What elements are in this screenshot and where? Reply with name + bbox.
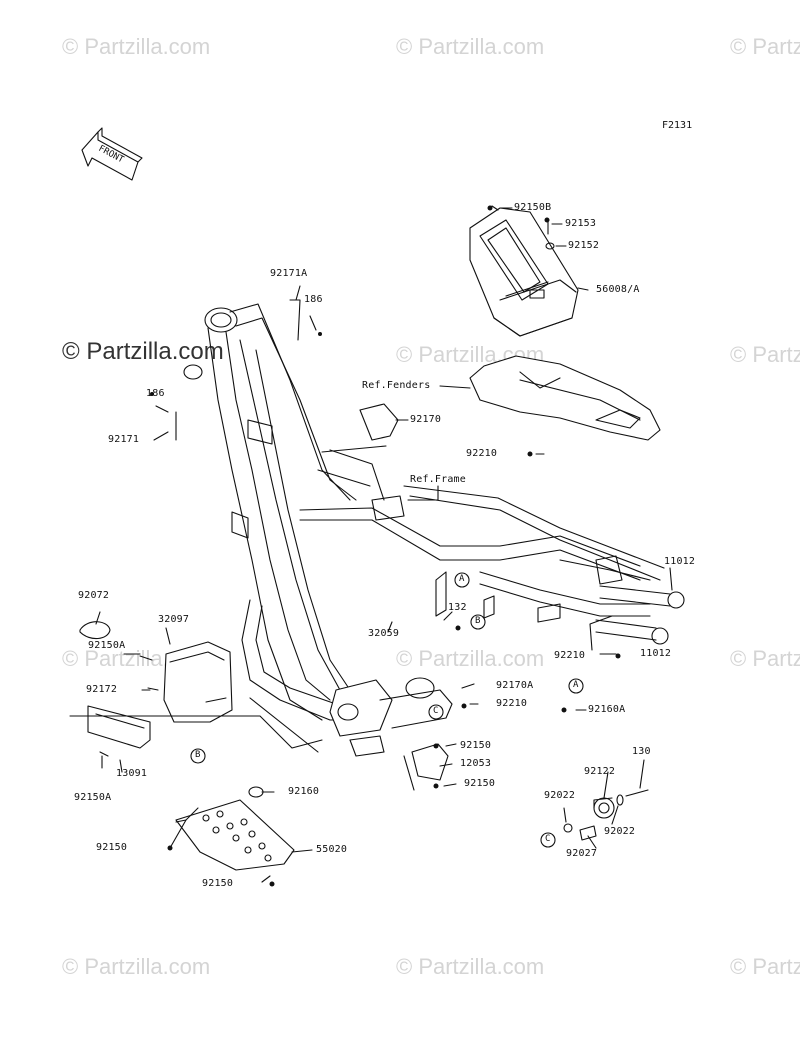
part-label: 92150 (96, 842, 128, 853)
washer-92152 (545, 242, 555, 250)
watermark: © Partzilla.com (396, 646, 545, 671)
callout-c-circle (428, 704, 444, 720)
part-label: 11012 (664, 556, 696, 567)
part-label: 92150A (88, 640, 126, 651)
bolt-92172 (147, 687, 159, 691)
band-92072 (79, 621, 111, 640)
callout-a-circle (568, 678, 584, 694)
part-label: 92210 (554, 650, 586, 661)
part-label: 92122 (584, 766, 616, 777)
collar-92027 (579, 825, 597, 841)
part-label: 92150B (514, 202, 552, 213)
watermark: © Partzilla.com (62, 34, 211, 59)
part-label: 92150 (460, 740, 492, 751)
figure-code: F2131 (662, 120, 693, 131)
part-label: 92170 (410, 414, 442, 425)
part-label: 92170A (496, 680, 534, 691)
bolt-92150a (139, 655, 153, 661)
cap-92160 (248, 786, 264, 798)
callout-b-circle (470, 614, 486, 630)
part-label: Ref.Fenders (362, 380, 431, 391)
callout-b: B (475, 616, 481, 626)
part-label: 92022 (544, 790, 576, 801)
bushing-92122 (593, 797, 615, 819)
chain-guard-32097 (163, 641, 233, 723)
part-label: 56008/A (596, 284, 640, 295)
watermark: © Partzilla.com (730, 34, 800, 59)
part-label: 11012 (640, 648, 672, 659)
watermark: © Partzilla.com (396, 34, 545, 59)
watermark: © Partzilla.com (62, 338, 224, 365)
callout-b-circle (190, 748, 206, 764)
bracket-12053 (411, 743, 449, 781)
part-label: 130 (632, 746, 651, 757)
watermark: © Partzilla.com (730, 342, 800, 367)
part-label: 92072 (78, 590, 110, 601)
part-label: 32059 (368, 628, 400, 639)
part-label: 12053 (460, 758, 492, 769)
watermark: © Partzilla.com (396, 954, 545, 979)
part-label: 92210 (466, 448, 498, 459)
part-label: 92022 (604, 826, 636, 837)
part-label: 92172 (86, 684, 118, 695)
part-label: 92152 (568, 240, 600, 251)
part-label: 92210 (496, 698, 528, 709)
watermark: © Partzilla.com (730, 646, 800, 671)
callout-c: C (433, 706, 439, 716)
callout-c: C (545, 834, 551, 844)
part-label: 92150 (464, 778, 496, 789)
main-frame (183, 303, 685, 757)
part-label: 132 (448, 602, 467, 613)
rod-92171a (289, 299, 301, 341)
part-label: 92150A (74, 792, 112, 803)
part-label: 55020 (316, 844, 348, 855)
part-label: 186 (146, 388, 165, 399)
skid-plate-55020 (175, 799, 295, 871)
bracket-92170 (359, 403, 399, 441)
part-label: 92153 (565, 218, 597, 229)
part-label: 13091 (116, 768, 148, 779)
watermark: © Partzilla.com (62, 954, 211, 979)
callout-a: A (459, 574, 465, 584)
part-label: 32097 (158, 614, 190, 625)
part-label: 92171 (108, 434, 140, 445)
callout-a-circle (454, 572, 470, 588)
part-label: 92160A (588, 704, 626, 715)
part-label: Ref.Frame (410, 474, 466, 485)
bolt-130 (625, 789, 649, 797)
callout-c-circle (540, 832, 556, 848)
rear-fender (469, 355, 661, 441)
washer-92022 (563, 823, 573, 833)
part-label: 186 (304, 294, 323, 305)
carrier-rack (469, 207, 579, 337)
part-label: 92150 (202, 878, 234, 889)
part-label: 92171A (270, 268, 308, 279)
washer-92022 (616, 794, 624, 806)
front-arrow-icon: FRONT (81, 127, 143, 181)
callout-b: B (195, 750, 201, 760)
bolt-92150b (491, 205, 499, 211)
part-label: 92027 (566, 848, 598, 859)
watermark: © Partzilla.com (730, 954, 800, 979)
bolt-92150a (99, 751, 109, 757)
bracket-13091 (87, 705, 151, 749)
callout-a: A (573, 680, 579, 690)
part-label: 92160 (288, 786, 320, 797)
